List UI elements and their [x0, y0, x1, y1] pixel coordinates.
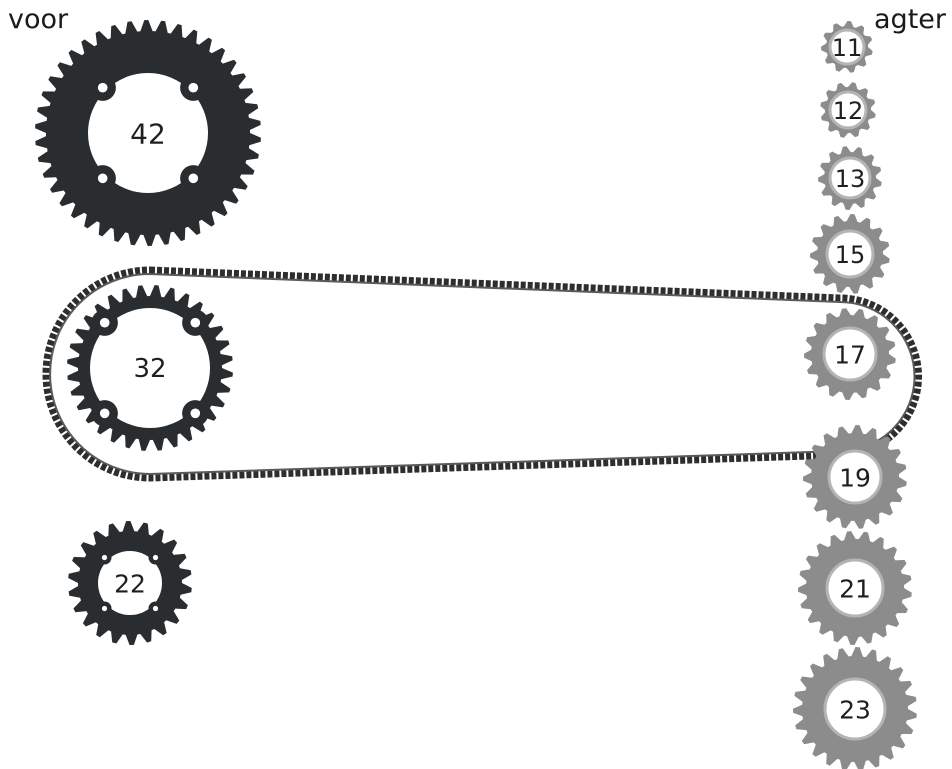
gear-tooth-count: 23	[839, 696, 871, 725]
gear-tooth-count: 42	[130, 118, 166, 151]
gear-tooth-count: 13	[835, 165, 866, 193]
sprocket-13: 13	[818, 146, 882, 210]
sprocket-12: 12	[820, 82, 875, 137]
chainring-42: 42	[35, 20, 261, 246]
sprocket-15: 15	[810, 214, 890, 294]
bolt-hole	[98, 174, 108, 184]
gear-tooth-count: 22	[114, 570, 146, 599]
bolt-hole	[153, 606, 158, 611]
sprocket-11: 11	[821, 21, 873, 73]
gear-tooth-count: 12	[833, 97, 864, 125]
bolt-hole	[100, 318, 110, 328]
bolt-hole	[191, 409, 201, 419]
bolt-hole	[189, 83, 199, 93]
sprocket-23: 23	[793, 647, 917, 769]
gear-tooth-count: 32	[133, 354, 166, 384]
bolt-hole	[102, 606, 107, 611]
sprocket-21: 21	[798, 531, 912, 645]
gear-tooth-count: 21	[839, 575, 871, 604]
bolt-hole	[191, 318, 201, 328]
gear-tooth-count: 19	[839, 464, 871, 493]
chainring-22: 22	[68, 521, 192, 645]
sprocket-17: 17	[804, 308, 896, 400]
gear-tooth-count: 17	[834, 341, 866, 370]
bolt-hole	[153, 555, 158, 560]
bolt-hole	[189, 174, 199, 184]
bolt-hole	[100, 409, 110, 419]
sprocket-19: 19	[803, 425, 907, 529]
gear-tooth-count: 15	[835, 241, 866, 269]
gear-tooth-count: 11	[832, 34, 863, 62]
bolt-hole	[102, 555, 107, 560]
bolt-hole	[98, 83, 108, 93]
chainring-32: 32	[67, 285, 233, 451]
